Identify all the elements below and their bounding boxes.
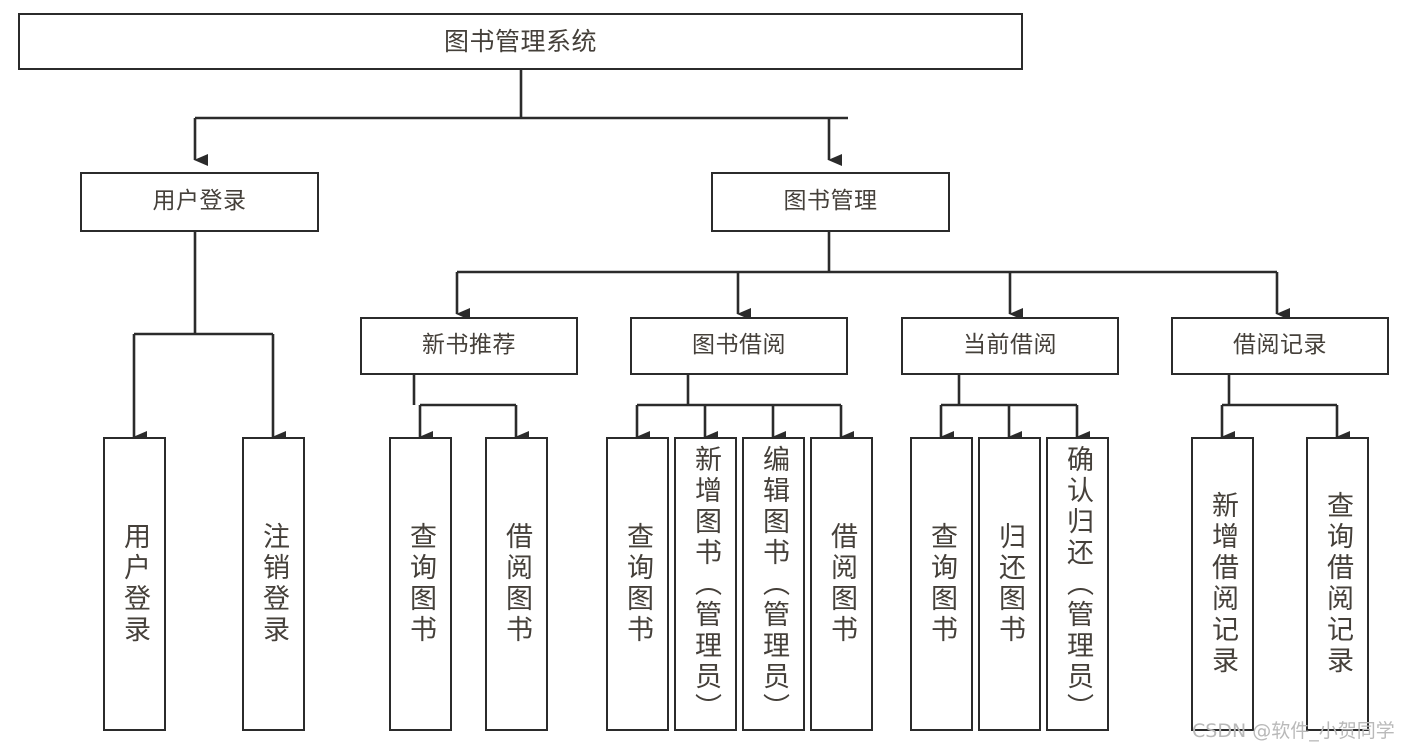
leaf-cb-confirm-return-label: 确认归还（管理员） xyxy=(1062,444,1093,724)
leaf-user-login-label: 用户登录 xyxy=(119,522,150,646)
leaf-br-add-record[interactable]: 新增借阅记录 xyxy=(1191,437,1254,731)
leaf-bb-add-book[interactable]: 新增图书（管理员） xyxy=(674,437,737,731)
node-root-system-label: 图书管理系统 xyxy=(443,26,597,56)
leaf-nb-query-book-label: 查询图书 xyxy=(405,522,436,646)
node-borrow-record[interactable]: 借阅记录 xyxy=(1171,317,1389,375)
node-root-system[interactable]: 图书管理系统 xyxy=(18,13,1023,70)
leaf-user-login[interactable]: 用户登录 xyxy=(103,437,166,731)
leaf-br-query-record[interactable]: 查询借阅记录 xyxy=(1306,437,1369,731)
leaf-nb-borrow-book[interactable]: 借阅图书 xyxy=(485,437,548,731)
node-book-manage-label: 图书管理 xyxy=(783,188,878,215)
leaf-nb-borrow-book-label: 借阅图书 xyxy=(501,522,532,646)
node-user-login[interactable]: 用户登录 xyxy=(80,172,319,232)
leaf-cb-query-book[interactable]: 查询图书 xyxy=(910,437,973,731)
leaf-bb-add-book-label: 新增图书（管理员） xyxy=(690,444,721,724)
node-book-borrow-label: 图书借阅 xyxy=(692,332,786,359)
leaf-br-query-record-label: 查询借阅记录 xyxy=(1322,491,1353,677)
leaf-bb-borrow-book-label: 借阅图书 xyxy=(826,522,857,646)
leaf-cb-return-book[interactable]: 归还图书 xyxy=(978,437,1041,731)
leaf-bb-edit-book[interactable]: 编辑图书（管理员） xyxy=(742,437,805,731)
node-book-manage[interactable]: 图书管理 xyxy=(711,172,950,232)
node-book-borrow[interactable]: 图书借阅 xyxy=(630,317,848,375)
leaf-bb-edit-book-label: 编辑图书（管理员） xyxy=(758,444,789,724)
node-borrow-record-label: 借阅记录 xyxy=(1233,332,1327,359)
leaf-logout-label: 注销登录 xyxy=(258,522,289,646)
node-current-borrow[interactable]: 当前借阅 xyxy=(901,317,1119,375)
leaf-cb-query-book-label: 查询图书 xyxy=(926,522,957,646)
leaf-bb-query-book[interactable]: 查询图书 xyxy=(606,437,669,731)
watermark-text: CSDN @软件_小贺同学 xyxy=(1192,720,1395,742)
leaf-cb-confirm-return[interactable]: 确认归还（管理员） xyxy=(1046,437,1109,731)
leaf-nb-query-book[interactable]: 查询图书 xyxy=(389,437,452,731)
leaf-bb-borrow-book[interactable]: 借阅图书 xyxy=(810,437,873,731)
leaf-logout[interactable]: 注销登录 xyxy=(242,437,305,731)
node-new-book-recommend[interactable]: 新书推荐 xyxy=(360,317,578,375)
leaf-cb-return-book-label: 归还图书 xyxy=(994,522,1025,646)
node-new-book-recommend-label: 新书推荐 xyxy=(422,332,516,359)
leaf-br-add-record-label: 新增借阅记录 xyxy=(1207,491,1238,677)
leaf-bb-query-book-label: 查询图书 xyxy=(622,522,653,646)
node-current-borrow-label: 当前借阅 xyxy=(963,332,1057,359)
node-user-login-label: 用户登录 xyxy=(152,188,247,215)
